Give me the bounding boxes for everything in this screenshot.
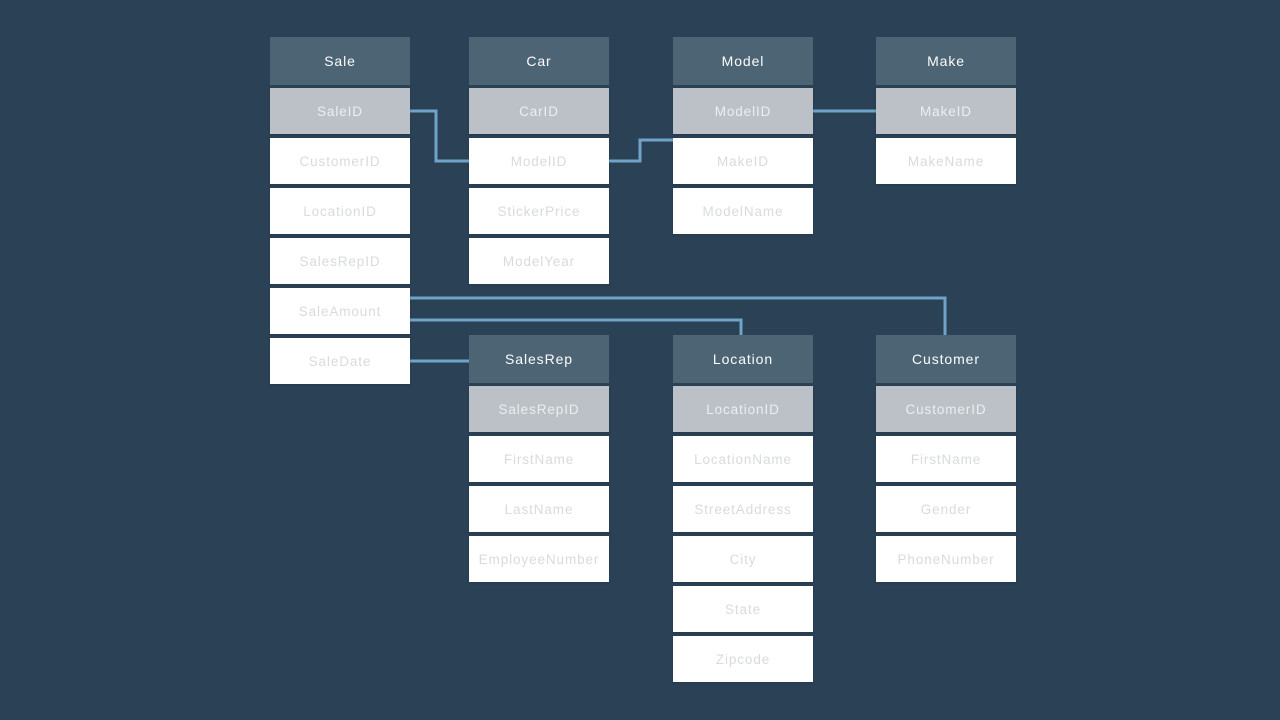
table-location-field-locationname: LocationName [673, 436, 813, 482]
table-sale-field-saledate: SaleDate [270, 338, 410, 384]
table-customer-field-phonenumber: PhoneNumber [876, 536, 1016, 582]
table-salesrep-field-lastname: LastName [469, 486, 609, 532]
table-model-field-makeid: MakeID [673, 138, 813, 184]
table-location-title: Location [673, 335, 813, 383]
table-customer-field-gender: Gender [876, 486, 1016, 532]
table-car-title: Car [469, 37, 609, 85]
table-sale-field-customerid: CustomerID [270, 138, 410, 184]
table-sale-title: Sale [270, 37, 410, 85]
table-salesrep-title: SalesRep [469, 335, 609, 383]
connector-sale-to-customer-icon [408, 296, 947, 339]
table-car-field-carid: CarID [469, 88, 609, 134]
connector-car-modelid-to-model-icon [608, 138, 675, 163]
table-car-field-modelyear: ModelYear [469, 238, 609, 284]
table-make-field-makename: MakeName [876, 138, 1016, 184]
table-sale-field-locationid: LocationID [270, 188, 410, 234]
table-location-field-zipcode: Zipcode [673, 636, 813, 682]
table-salesrep-field-employeenumber: EmployeeNumber [469, 536, 609, 582]
table-customer-field-firstname: FirstName [876, 436, 1016, 482]
table-car-field-modelid: ModelID [469, 138, 609, 184]
table-location-field-locationid: LocationID [673, 386, 813, 432]
table-location-field-city: City [673, 536, 813, 582]
table-sale-field-saleid: SaleID [270, 88, 410, 134]
table-salesrep-field-salesrepid: SalesRepID [469, 386, 609, 432]
table-car-field-stickerprice: StickerPrice [469, 188, 609, 234]
table-sale-field-salesrepid: SalesRepID [270, 238, 410, 284]
table-make-field-makeid: MakeID [876, 88, 1016, 134]
table-model-title: Model [673, 37, 813, 85]
table-customer-title: Customer [876, 335, 1016, 383]
table-customer-field-customerid: CustomerID [876, 386, 1016, 432]
table-location-field-state: State [673, 586, 813, 632]
table-make-title: Make [876, 37, 1016, 85]
table-sale-field-saleamount: SaleAmount [270, 288, 410, 334]
connector-sale-saleid-to-car-icon [408, 109, 471, 163]
table-model-field-modelid: ModelID [673, 88, 813, 134]
table-salesrep-field-firstname: FirstName [469, 436, 609, 482]
table-location-field-streetaddress: StreetAddress [673, 486, 813, 532]
table-model-field-modelname: ModelName [673, 188, 813, 234]
